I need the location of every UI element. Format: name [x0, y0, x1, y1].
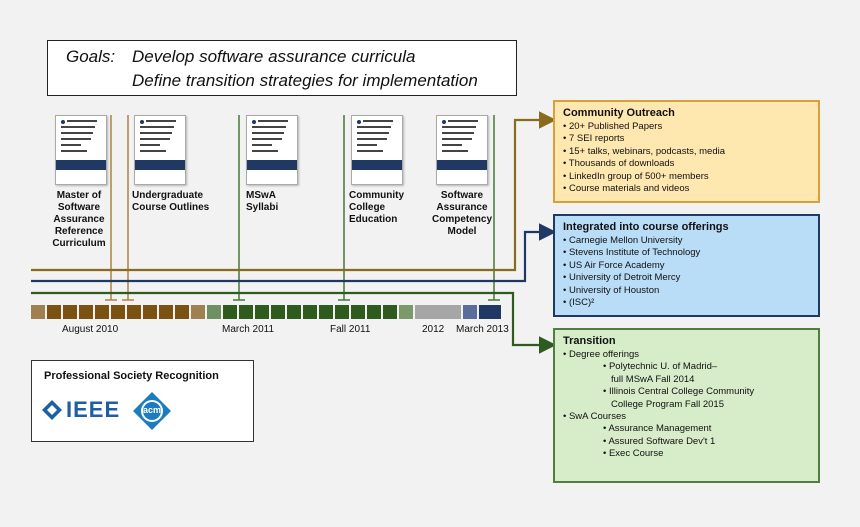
list-item: • Degree offerings: [563, 349, 640, 360]
timeline-segment: [223, 305, 237, 319]
milestone-label: Master of Software Assurance Reference C…: [52, 190, 106, 249]
milestone-label: Community College Education: [349, 190, 404, 225]
ieee-logo-text: IEEE: [66, 397, 121, 422]
list-item: • Assurance Management: [603, 423, 712, 435]
list-item: • 20+ Published Papers: [563, 121, 663, 132]
timeline-segment: [111, 305, 125, 319]
goals-label: Goals:: [66, 47, 116, 66]
timeline-segment: [239, 305, 253, 319]
timeline-label: 2012: [422, 324, 445, 335]
outreach-connector: [31, 111, 557, 272]
timeline-segment: [47, 305, 61, 319]
list-item: • Thousands of downloads: [563, 158, 675, 170]
list-item: full MSwA Fall 2014: [611, 373, 695, 385]
list-item: • SwA Courses: [563, 411, 626, 423]
document-icon: [351, 115, 403, 185]
timeline-segment: [271, 305, 285, 319]
timeline-segment: [255, 305, 269, 319]
list-item: • Carnegie Mellon University: [563, 235, 683, 246]
list-item: • Exec Course: [603, 448, 664, 460]
recognition-title: Professional Society Recognition: [44, 370, 219, 382]
list-item: • Stevens Institute of Technology: [563, 247, 701, 259]
ieee-logo-icon: [42, 400, 62, 420]
list-item: • University of Houston: [563, 284, 660, 296]
timeline-segment: [79, 305, 93, 319]
list-item: • Course materials and videos: [563, 183, 690, 195]
timeline-segment: [175, 305, 189, 319]
list-item: College Program Fall 2015: [611, 398, 725, 410]
timeline-segment: [95, 305, 109, 319]
list-item: • Polytechnic U. of Madrid–: [603, 361, 718, 373]
acm-logo-text: acm: [142, 405, 161, 415]
outreach-box: Community Outreach • 20+ Published Paper…: [553, 100, 820, 203]
milestone-label: Undergraduate Course Outlines: [132, 190, 210, 213]
courses-box: Integrated into course offerings • Carne…: [553, 214, 820, 317]
timeline-label: March 2011: [222, 324, 275, 335]
timeline-segment: [383, 305, 397, 319]
timeline-segment: [399, 305, 413, 319]
timeline-segment: [159, 305, 173, 319]
timeline-segment: [63, 305, 77, 319]
timeline-segment: [191, 305, 205, 319]
timeline-segment: [351, 305, 365, 319]
document-icon: [246, 115, 298, 185]
list-item: • LinkedIn group of 500+ members: [563, 170, 709, 182]
list-item: • 15+ talks, webinars, podcasts, media: [563, 145, 726, 157]
transition-box: Transition • Degree offerings • Polytech…: [553, 328, 820, 483]
document-icon: [55, 115, 107, 185]
timeline-segment: [463, 305, 477, 319]
recognition-box: Professional Society Recognition IEEE ac…: [31, 360, 254, 442]
timeline-segment: [335, 305, 349, 319]
timeline-segment: [31, 305, 45, 319]
timeline-segment: [415, 305, 461, 319]
timeline-segment: [127, 305, 141, 319]
document-icon: [134, 115, 186, 185]
list-item: • Assured Software Dev't 1: [603, 435, 716, 447]
list-item: • (ISC)²: [563, 297, 595, 309]
timeline-segment: [319, 305, 333, 319]
list-item: • US Air Force Academy: [563, 259, 665, 271]
list-item: • University of Detroit Mercy: [563, 272, 681, 284]
timeline-segment: [143, 305, 157, 319]
timeline-segment: [287, 305, 301, 319]
transition-connector: [31, 291, 557, 354]
goals-box: Goals: Develop software assurance curric…: [47, 40, 517, 96]
timeline-label: Fall 2011: [330, 324, 371, 335]
timeline-segment: [303, 305, 317, 319]
timeline-segment: [479, 305, 501, 319]
list-item: • 7 SEI reports: [563, 133, 625, 145]
transition-title: Transition: [563, 335, 616, 347]
goal-1: Develop software assurance curricula: [132, 47, 416, 66]
courses-connector: [31, 223, 557, 283]
timeline-segment: [207, 305, 221, 319]
goal-2: Define transition strategies for impleme…: [132, 71, 478, 90]
document-icon: [436, 115, 488, 185]
timeline-label: March 2013: [456, 324, 509, 335]
timeline-segment: [367, 305, 381, 319]
outreach-title: Community Outreach: [563, 107, 675, 119]
timeline-bar: [31, 305, 501, 319]
list-item: • Illinois Central College Community: [603, 386, 755, 398]
milestone-label: Software Assurance Competency Model: [431, 190, 492, 237]
acm-logo-icon: [133, 392, 171, 430]
timeline-label: August 2010: [62, 324, 119, 335]
courses-title: Integrated into course offerings: [563, 221, 729, 233]
milestone-label: MSwA Syllabi: [246, 190, 279, 213]
